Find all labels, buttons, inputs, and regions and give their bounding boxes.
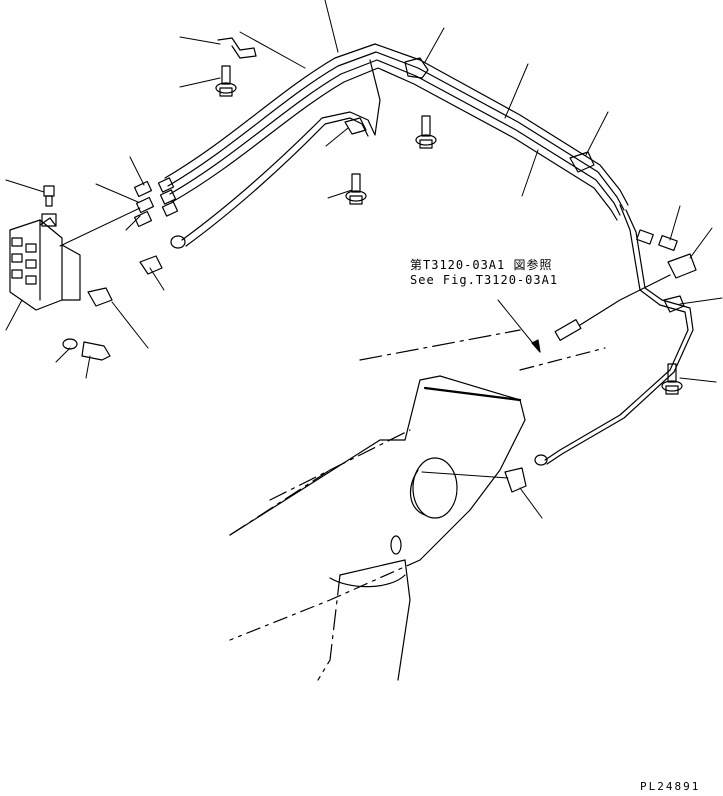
upper-tube-bundle bbox=[164, 43, 629, 221]
sensor-tube bbox=[579, 274, 671, 326]
bolt-top-of-valve bbox=[43, 185, 55, 207]
sensor-fitting bbox=[554, 319, 582, 341]
right-descending-tube bbox=[544, 204, 694, 465]
bolt-lower-center bbox=[345, 173, 367, 205]
reference-note-japanese: 第T3120-03A1 図参照 bbox=[410, 258, 553, 272]
boom-structure bbox=[229, 329, 606, 681]
valve-block bbox=[9, 213, 113, 311]
fittings-right bbox=[636, 229, 697, 279]
clamp-lower bbox=[344, 117, 367, 135]
clamp-far-right bbox=[663, 295, 685, 313]
lower-single-tube bbox=[181, 59, 381, 247]
fittings-left bbox=[133, 177, 186, 249]
plate-id: PL24891 bbox=[640, 780, 701, 793]
clamp-right bbox=[569, 151, 595, 173]
bolt-center bbox=[415, 115, 437, 149]
clamp-center bbox=[404, 57, 429, 79]
reference-arrow bbox=[531, 339, 541, 353]
boom-elbow-fitting bbox=[504, 454, 548, 493]
elbow-fitting bbox=[139, 255, 163, 275]
bolt-right bbox=[661, 363, 683, 395]
leader-lines bbox=[5, 0, 723, 519]
reference-note-english: See Fig.T3120-03A1 bbox=[410, 273, 559, 287]
bolt-upper-left bbox=[215, 65, 237, 97]
valve-mount-bolt bbox=[81, 341, 111, 361]
clamp-upper-left bbox=[217, 37, 257, 59]
washer bbox=[62, 338, 78, 350]
